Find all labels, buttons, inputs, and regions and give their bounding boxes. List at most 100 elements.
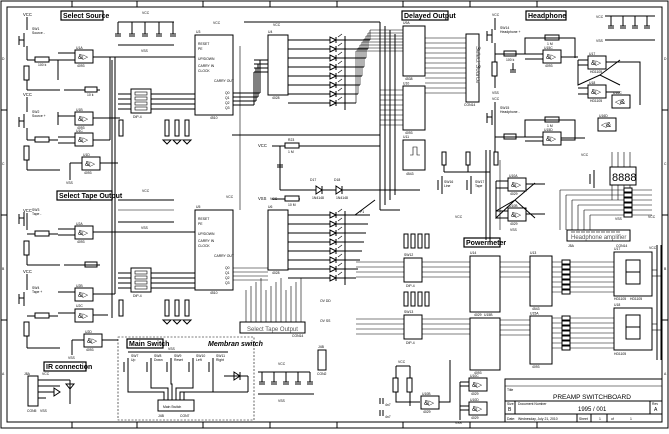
chip-ref: U17 xyxy=(614,247,620,251)
pin-label: Q3 xyxy=(225,281,230,285)
drawing-title: PREAMP SWITCHBOARD xyxy=(553,394,631,401)
chip-ref: U10B xyxy=(509,204,518,208)
zone-mark: C xyxy=(2,162,5,166)
switch-ref: SW3 xyxy=(32,208,39,212)
connector-label: CON7 xyxy=(180,414,190,418)
chip-part: HD1105 xyxy=(614,352,626,356)
date-value: Wednesday, July 21, 2010 xyxy=(518,417,558,421)
chip-ref: U10C xyxy=(470,374,479,378)
pin-label: Q3 xyxy=(225,106,230,110)
ir-connection-block: J8A CON5 VSS VCC xyxy=(24,372,76,413)
decoupling-caps-mid: VCC VSS xyxy=(118,189,174,230)
resistor-icon xyxy=(403,233,409,249)
pin-label: PE xyxy=(198,222,203,226)
ovss-label: OV SS xyxy=(320,319,331,323)
led-array-bottom xyxy=(288,208,370,285)
dip-label: DIP-4 xyxy=(406,284,415,288)
section-ir-connection: IR connection xyxy=(46,364,92,371)
vcc-label: VCC xyxy=(273,23,281,27)
dip-label: DIP-4 xyxy=(133,294,142,298)
resistor-value: 100 k xyxy=(38,63,47,67)
chip-ref: U10D xyxy=(470,398,479,402)
chip-ref: U2D xyxy=(85,330,92,334)
diode-ref: D17 xyxy=(310,178,316,182)
chip-part: HD1105 xyxy=(590,70,602,74)
chip-part: 4029 xyxy=(471,392,479,396)
select-tape-output-block: VCC SW3 Tape - &▷ U2A 4093 VCC SW4 Tape … xyxy=(18,208,195,360)
resistor-icon xyxy=(417,233,423,249)
pin-label: RESET xyxy=(198,42,209,46)
led-icon xyxy=(329,256,338,264)
section-delayed-output: Delayed Output xyxy=(404,13,456,20)
resistor-icon xyxy=(561,264,571,270)
light-arrow-icon xyxy=(337,69,343,74)
nand-gate-symbol: &▷ xyxy=(591,89,602,96)
pin-label: Q1 xyxy=(225,271,230,275)
vcc-label: VCC xyxy=(398,360,406,364)
of-value: 1 xyxy=(630,417,632,421)
switch-label: Tape + xyxy=(32,290,42,294)
resistor-icon xyxy=(623,202,633,208)
vcc-label: VCC xyxy=(648,215,656,219)
title-label: Title xyxy=(507,388,513,392)
vcc-label: VCC xyxy=(23,269,32,274)
vss-label: VSS xyxy=(68,356,76,360)
chip-ref: U1D xyxy=(83,153,90,157)
pulse-icon xyxy=(410,146,420,156)
light-arrow-icon xyxy=(337,235,343,240)
switch-ref: SW11 xyxy=(216,354,225,358)
connector-ref: J4B xyxy=(158,414,165,418)
resistor-icon xyxy=(561,259,571,265)
decoupling-caps-bottom: VCC VSS J4B CON2 xyxy=(258,345,327,403)
diode-part: 1N4148 xyxy=(336,196,348,200)
switch-label: Right xyxy=(216,358,224,362)
pin-label: CLOCK xyxy=(198,69,210,73)
light-arrow-icon xyxy=(337,51,343,56)
chip-ref: U13 xyxy=(530,251,536,255)
section-headphone: Headphone xyxy=(528,13,566,20)
nand-gate-symbol: ◁& xyxy=(601,122,611,129)
line-tape-select-block: SW16 Line SW17 Tape &▷ U10A 4029 &▷ U10B… xyxy=(437,151,545,232)
chip-part: 4093 xyxy=(77,126,85,130)
switch-ref: SW1 xyxy=(32,27,39,31)
size-label: Size xyxy=(507,402,514,406)
vss-label: VSS xyxy=(258,196,267,201)
seven-seg-digits-icon: 8888 xyxy=(612,172,636,184)
switch-label: Line xyxy=(444,184,451,188)
powermeter-block: SW12 DIP-4 SW13 DIP-4 U14 4029 U15B 4093… xyxy=(356,233,662,375)
diode-ref: D18 xyxy=(334,178,340,182)
pin-label: Q1 xyxy=(225,96,230,100)
nand-gate-symbol: &▷ xyxy=(87,338,98,345)
vcc-label: VCC xyxy=(596,15,604,19)
resistor-value: 10 k xyxy=(87,93,94,97)
counter-u3: U3 4510 VCC RESET PE UP/DOWN CARRY IN CL… xyxy=(194,21,234,120)
nand-gate-symbol: &▷ xyxy=(546,136,557,143)
light-arrow-icon xyxy=(337,244,343,249)
nand-gate-symbol: &▷ xyxy=(78,54,89,61)
delayed-output-wiring xyxy=(355,29,403,126)
main-switch-block: VSS SW7 Up SW8 Down SW9 Reset SW10 Left … xyxy=(123,347,249,418)
vss-label: VSS xyxy=(141,226,149,230)
light-arrow-icon xyxy=(337,96,343,101)
select-source-conn-label: Select Source xyxy=(474,46,480,84)
light-arrow-icon xyxy=(337,226,343,231)
switch-label: Source + xyxy=(32,114,46,118)
nand-gate-symbol: &▷ xyxy=(78,313,89,320)
chip-part: 4093 xyxy=(405,131,413,135)
connector-label: CON2 xyxy=(317,372,327,376)
vss-label: VSS xyxy=(492,91,500,95)
nand-gate-symbol: &▷ xyxy=(85,161,96,168)
resistor-icon xyxy=(424,233,430,249)
connector-label: CON14 xyxy=(292,334,303,338)
light-arrow-icon xyxy=(337,33,343,38)
chip-ref: U1B xyxy=(76,108,83,112)
chip-ref: U16C xyxy=(613,91,622,95)
vss-label: VSS xyxy=(141,49,149,53)
pin-label: CARRY IN xyxy=(198,239,215,243)
chip-ref: U2A xyxy=(76,222,83,226)
chip-ref: U3 xyxy=(196,30,200,34)
resistor-icon xyxy=(561,320,571,326)
chip-part: 4510 xyxy=(210,291,218,295)
resistor-icon xyxy=(561,340,571,346)
pin-label: CARRY OUT xyxy=(214,79,234,83)
